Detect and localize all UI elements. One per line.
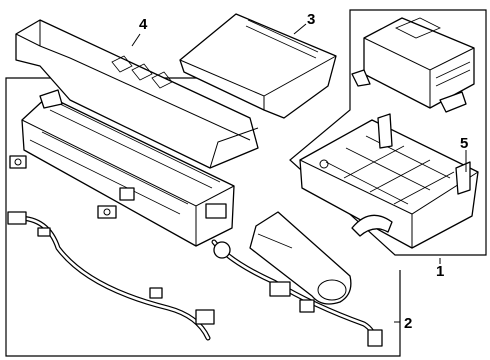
callout-3: 3: [307, 11, 315, 28]
callout-1: 1: [436, 263, 444, 280]
callout-2: 2: [404, 315, 412, 332]
tray-bracket: [299, 113, 479, 249]
leader-line-4: [131, 33, 141, 47]
group-box-1: [289, 9, 487, 256]
wiring-harness: [7, 211, 383, 347]
long-cover: [15, 19, 259, 169]
callout-5: 5: [460, 135, 468, 152]
charger-unit: [9, 89, 235, 247]
top-cover: [179, 13, 337, 119]
leader-line-3: [293, 23, 307, 35]
control-module: [351, 17, 475, 113]
callout-4: 4: [139, 16, 148, 33]
duct-tube: [249, 211, 352, 305]
